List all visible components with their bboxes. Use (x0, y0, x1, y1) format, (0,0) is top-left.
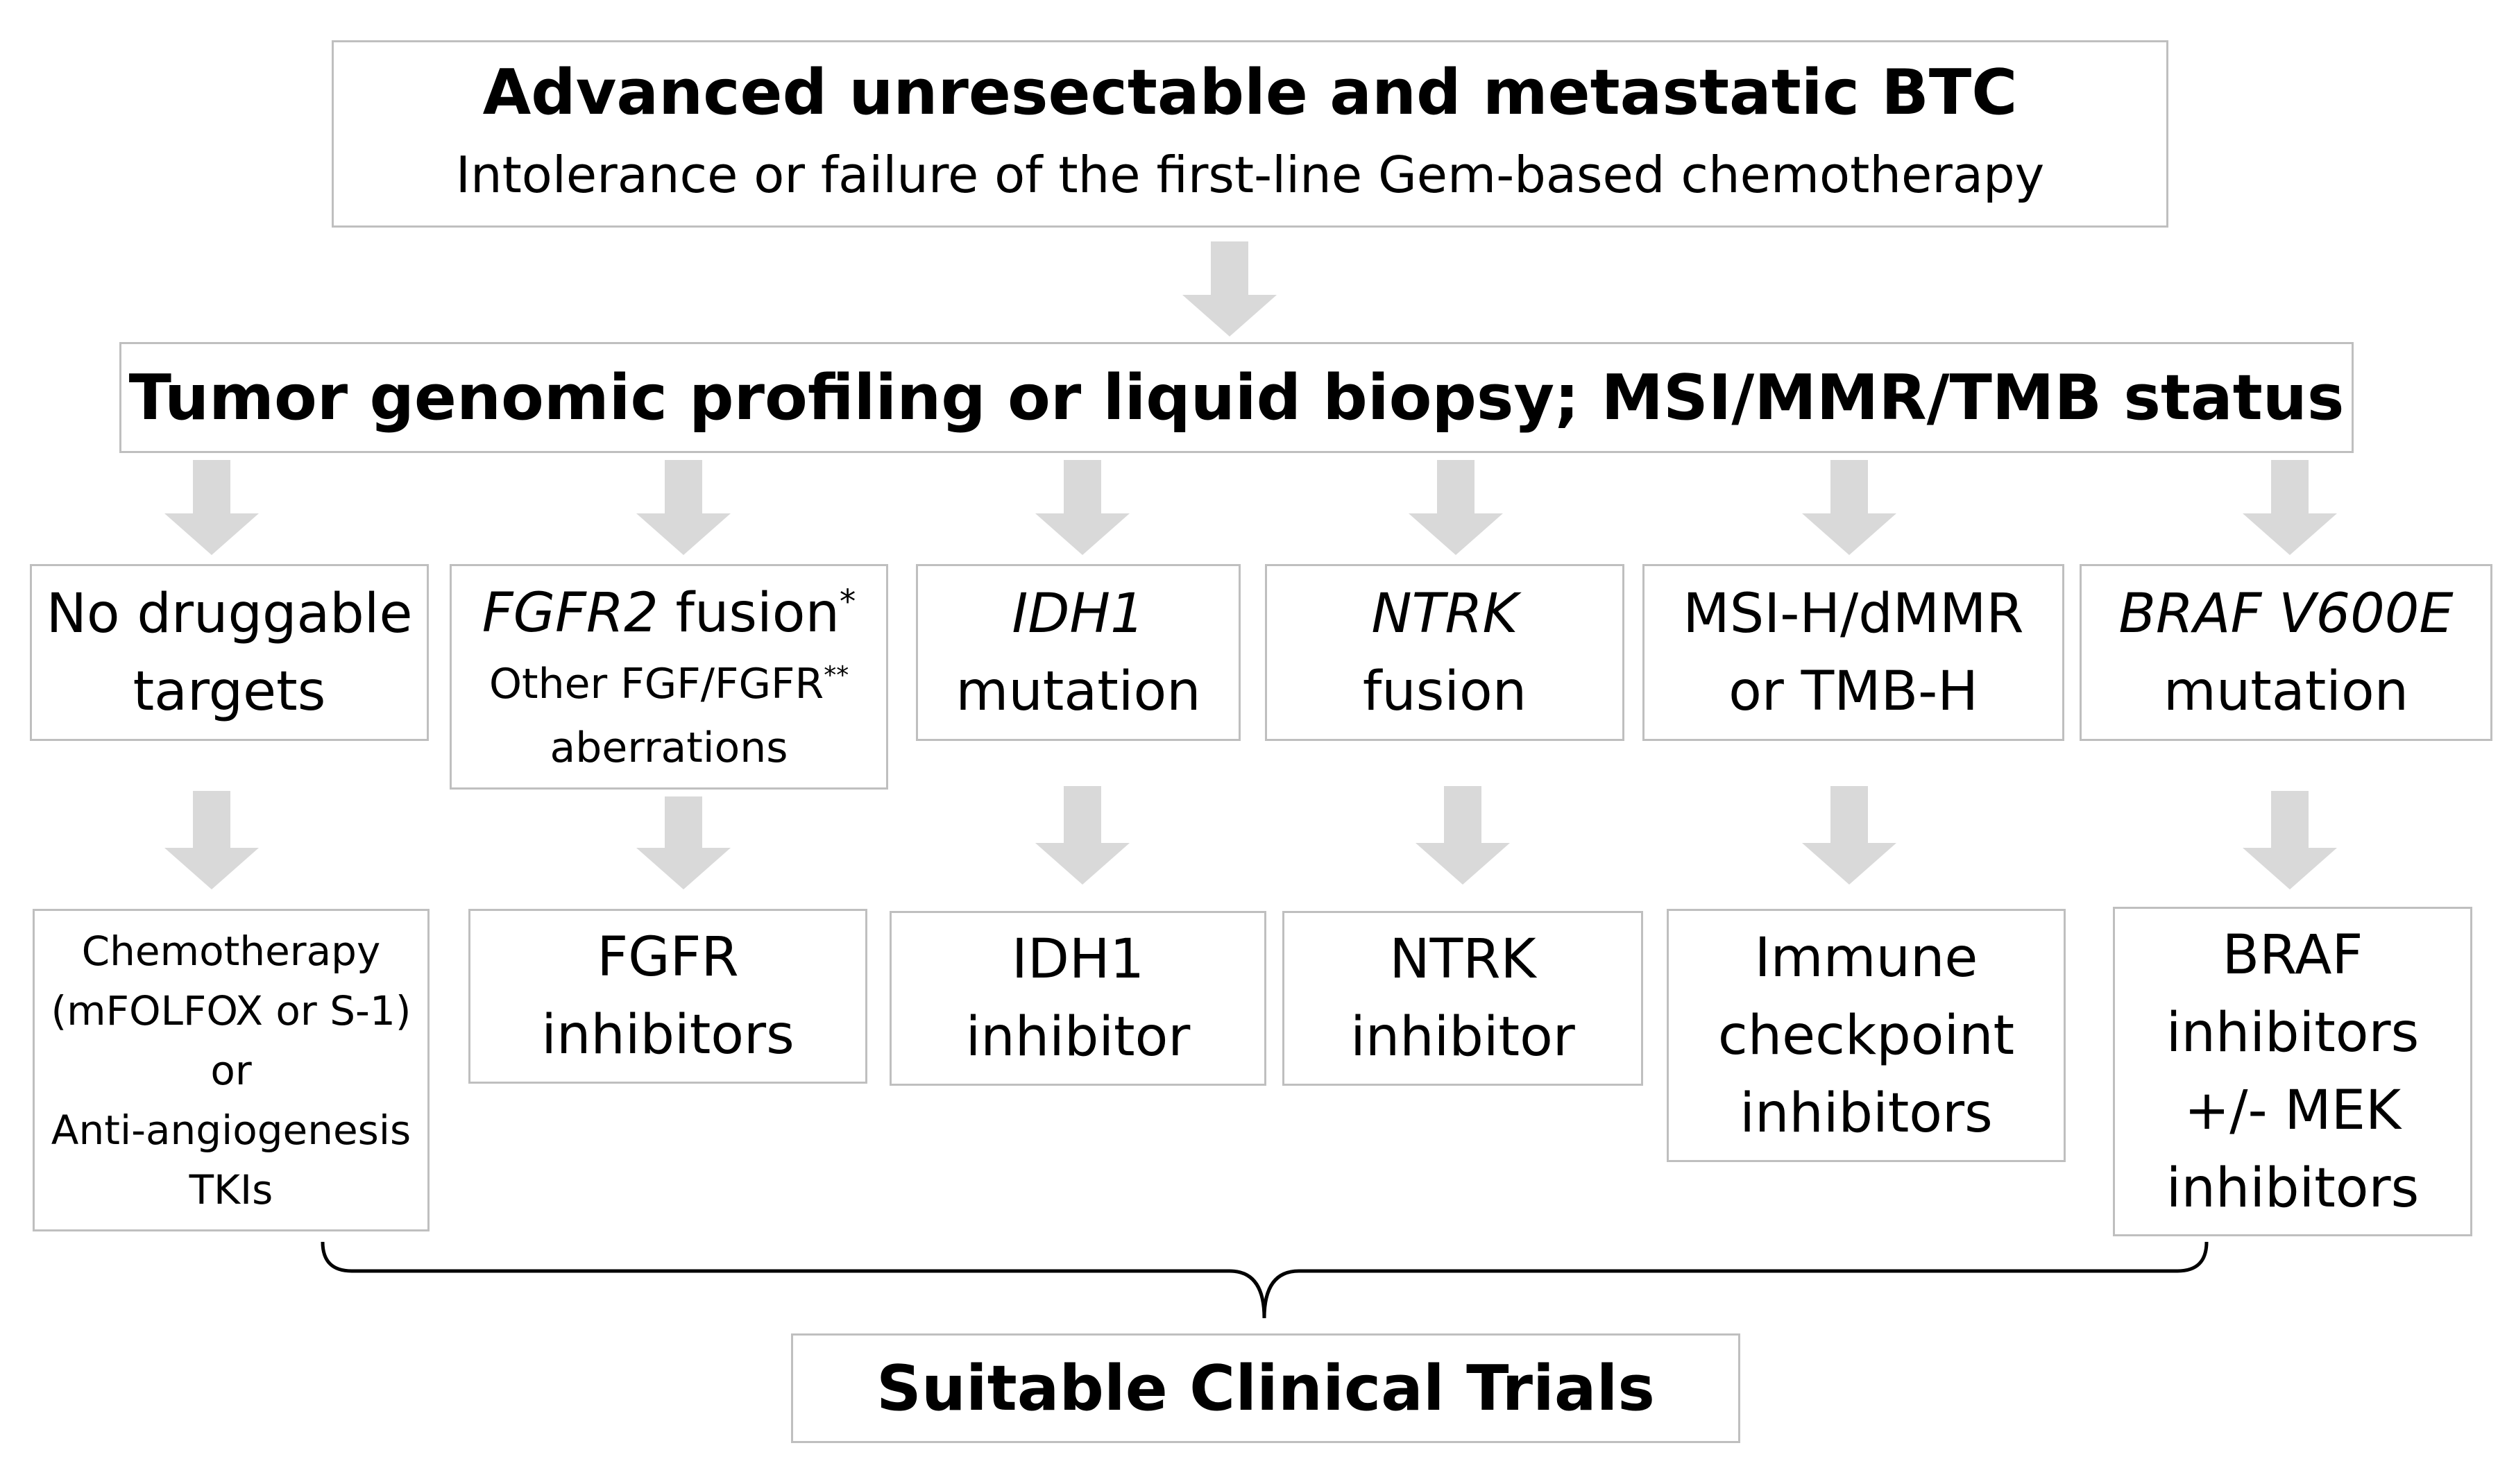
treatment-immune-checkpoint-inhibitors: Immune checkpoint inhibitors (1667, 909, 2066, 1162)
fgfr2-gene: FGFR2 (482, 581, 658, 645)
treatment-idh1-inhibitor: IDH1 inhibitor (890, 911, 1266, 1086)
clinical-trials-label: Suitable Clinical Trials (876, 1351, 1655, 1425)
treatment-chemo-line2: (mFOLFOX or S-1) (51, 987, 411, 1034)
treatment-braf-line1: BRAF (2222, 923, 2363, 987)
treatment-ntrk-line2: inhibitor (1350, 1006, 1575, 1068)
arrow-to-chemo (164, 791, 259, 889)
fgfr2-footnote-mark: * (839, 583, 856, 621)
category-msi-h: MSI-H/dMMR or TMB-H (1642, 564, 2064, 741)
treatment-ntrk-inhibitor: NTRK inhibitor (1282, 911, 1643, 1086)
treatment-fgfr-inhibitors: FGFR inhibitors (468, 909, 867, 1084)
arrow-to-braf (2243, 460, 2337, 555)
category-msi-line1: MSI-H/dMMR (1683, 582, 2024, 645)
category-fgfr2-line1: FGFR2 fusion* (482, 574, 856, 652)
arrow-to-no-target (164, 460, 259, 555)
arrow-to-ntrk (1409, 460, 1503, 555)
bracket-connector (321, 1241, 2209, 1319)
arrow-to-idh1-inhibitor (1035, 786, 1130, 885)
treatment-braf-inhibitors: BRAF inhibitors +/- MEK inhibitors (2113, 907, 2472, 1236)
treatment-chemotherapy: Chemotherapy (mFOLFOX or S-1) or Anti-an… (33, 909, 430, 1231)
category-no-druggable-targets: No druggable targets (30, 564, 429, 741)
category-fgfr2-fusion: FGFR2 fusion* Other FGF/FGFR** aberratio… (450, 564, 888, 790)
fgf-other-text: Other FGF/FGFR (488, 659, 824, 708)
treatment-braf-line3: +/- MEK (2184, 1079, 2402, 1142)
category-braf-line2: mutation (2163, 660, 2409, 723)
header-title: Advanced unresectable and metastatic BTC (482, 56, 2018, 129)
fgf-other-footnote-mark: ** (824, 660, 849, 690)
flow-arrows (164, 241, 2337, 889)
arrow-to-idh1 (1035, 460, 1130, 555)
category-idh1-gene: IDH1 (1012, 582, 1145, 645)
treatment-braf-line4: inhibitors (2166, 1157, 2420, 1220)
category-fgfr2-line2: Other FGF/FGFR** (489, 652, 849, 716)
category-no-target-line2: targets (133, 660, 326, 723)
clinical-trials-box: Suitable Clinical Trials (791, 1333, 1740, 1443)
header-subtitle: Intolerance or failure of the first-line… (455, 146, 2045, 204)
header-box: Advanced unresectable and metastatic BTC… (332, 40, 2168, 228)
treatment-chemo-line5: TKIs (189, 1166, 273, 1213)
treatment-idh1-line2: inhibitor (965, 1006, 1191, 1068)
treatment-chemo-line3: or (210, 1046, 252, 1094)
arrow-to-msi (1802, 460, 1896, 555)
fgfr2-fusion-text: fusion (658, 581, 840, 645)
treatment-braf-line2: inhibitors (2166, 1001, 2420, 1064)
treatment-chemo-line4: Anti-angiogenesis (51, 1106, 411, 1154)
category-msi-line2: or TMB-H (1728, 660, 1978, 723)
category-fgfr2-line3: aberrations (550, 723, 788, 772)
treatment-idh1-line1: IDH1 (1011, 928, 1145, 991)
category-no-target-line1: No druggable (46, 582, 413, 645)
treatment-fgfr-line1: FGFR (597, 926, 739, 989)
arrow-to-fgfr2 (636, 460, 731, 555)
treatment-ntrk-line1: NTRK (1389, 928, 1536, 991)
category-idh1-mutation: IDH1 mutation (916, 564, 1241, 741)
profiling-label: Tumor genomic profiling or liquid biopsy… (128, 361, 2345, 434)
arrow-to-braf-inhibitors (2243, 791, 2337, 889)
category-idh1-line2: mutation (955, 660, 1201, 723)
arrow-to-fgfr-inhibitors (636, 796, 731, 889)
treatment-immune-line3: inhibitors (1740, 1082, 1993, 1145)
category-braf-mutation: BRAF V600E mutation (2080, 564, 2492, 741)
category-ntrk-line2: fusion (1362, 660, 1527, 723)
treatment-immune-line2: checkpoint (1717, 1004, 2015, 1067)
arrow-to-immune-inhibitors (1802, 786, 1896, 885)
profiling-box: Tumor genomic profiling or liquid biopsy… (119, 342, 2354, 453)
treatment-immune-line1: Immune (1754, 926, 1978, 989)
category-ntrk-gene: NTRK (1371, 582, 1518, 645)
treatment-chemo-line1: Chemotherapy (81, 927, 381, 975)
arrow-to-ntrk-inhibitor (1416, 786, 1510, 885)
category-braf-gene: BRAF V600E (2118, 582, 2454, 645)
arrow-header-to-profiling (1182, 241, 1277, 336)
category-ntrk-fusion: NTRK fusion (1265, 564, 1624, 741)
treatment-fgfr-line2: inhibitors (541, 1004, 794, 1066)
